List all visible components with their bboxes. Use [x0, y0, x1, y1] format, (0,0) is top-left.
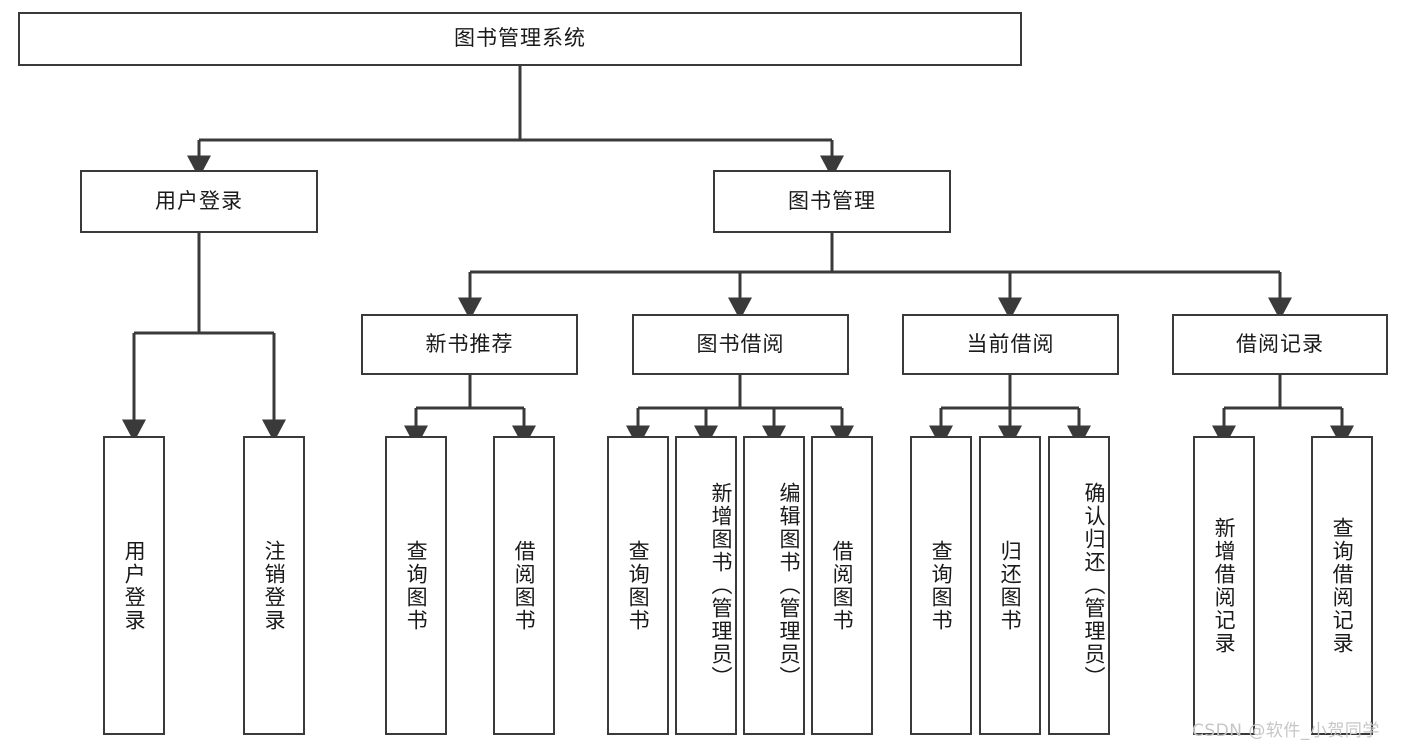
node-new-book-recommend[interactable]: 新书推荐: [361, 314, 578, 375]
leaf-recommend-query-book[interactable]: 查询图书: [385, 436, 447, 735]
leaf-record-query-record[interactable]: 查询借阅记录: [1311, 436, 1373, 735]
node-book-management[interactable]: 图书管理: [713, 170, 951, 233]
leaf-recommend-borrow-book[interactable]: 借阅图书: [493, 436, 555, 735]
node-user-login[interactable]: 用户登录: [80, 170, 318, 233]
leaf-current-query-book[interactable]: 查询图书: [910, 436, 972, 735]
node-borrow-record[interactable]: 借阅记录: [1172, 314, 1388, 375]
node-current-borrow[interactable]: 当前借阅: [902, 314, 1119, 375]
leaf-borrow-add-book-admin[interactable]: 新增图书（管理员）: [675, 436, 737, 735]
leaf-user-login-signout[interactable]: 注销登录: [243, 436, 305, 735]
node-root-system[interactable]: 图书管理系统: [18, 12, 1022, 66]
node-book-borrow[interactable]: 图书借阅: [632, 314, 849, 375]
leaf-current-confirm-return-admin[interactable]: 确认归还（管理员）: [1048, 436, 1110, 735]
leaf-borrow-borrow-book[interactable]: 借阅图书: [811, 436, 873, 735]
leaf-borrow-edit-book-admin[interactable]: 编辑图书（管理员）: [743, 436, 805, 735]
leaf-current-return-book[interactable]: 归还图书: [979, 436, 1041, 735]
leaf-user-login-signin[interactable]: 用户登录: [103, 436, 165, 735]
csdn-watermark: CSDN @软件_小贺同学: [1192, 721, 1380, 741]
leaf-borrow-query-book[interactable]: 查询图书: [607, 436, 669, 735]
leaf-record-add-record[interactable]: 新增借阅记录: [1193, 436, 1255, 735]
